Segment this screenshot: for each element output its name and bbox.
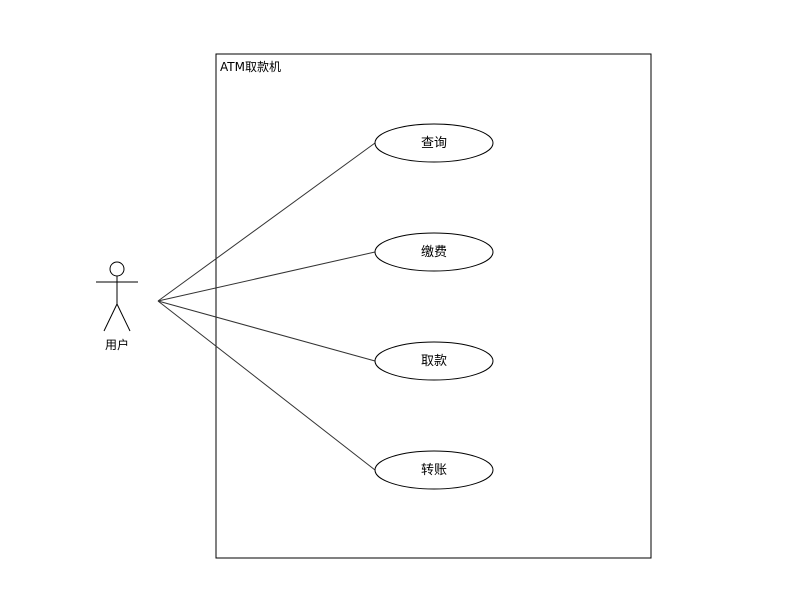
use-case-withdraw[interactable]: 取款 xyxy=(374,341,494,381)
use-case-ellipse xyxy=(374,232,494,272)
association-line-transfer xyxy=(157,300,376,471)
use-case-payment[interactable]: 缴费 xyxy=(374,232,494,272)
actor[interactable]: 用户 xyxy=(96,261,138,352)
associations xyxy=(157,142,376,471)
actor-label: 用户 xyxy=(105,337,129,352)
use-case-label: 查询 xyxy=(421,136,447,151)
actor-right-leg xyxy=(116,303,131,332)
use-case-ellipse xyxy=(374,450,494,490)
use-case-label: 缴费 xyxy=(421,245,447,260)
use-case-transfer[interactable]: 转账 xyxy=(374,450,494,490)
association-line-withdraw xyxy=(157,300,376,362)
use-case-ellipse xyxy=(374,123,494,163)
use-case-query[interactable]: 查询 xyxy=(374,123,494,163)
use-case-label: 取款 xyxy=(421,354,447,369)
actor-left-leg xyxy=(103,303,118,332)
system-title: ATM取款机 xyxy=(220,60,281,74)
association-line-payment xyxy=(157,251,376,302)
use-case-ellipse xyxy=(374,341,494,381)
association-line-query xyxy=(157,142,376,302)
use-case-label: 转账 xyxy=(421,463,447,478)
actor-head-icon xyxy=(109,261,125,277)
